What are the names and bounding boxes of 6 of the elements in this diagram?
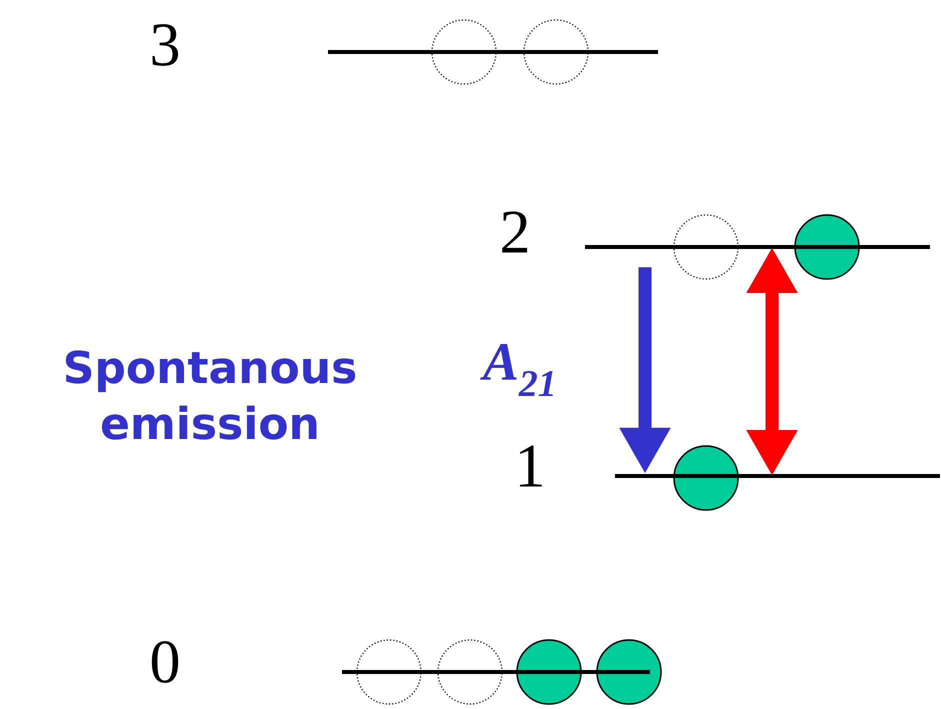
level-number: 0 xyxy=(152,641,178,683)
level-number: 2 xyxy=(502,211,528,253)
level-number: 1 xyxy=(520,446,542,486)
edge-label: A$_{21}$ xyxy=(480,344,553,396)
level-number: 3 xyxy=(152,24,178,66)
side-caption: Spontanous emission xyxy=(66,350,356,440)
